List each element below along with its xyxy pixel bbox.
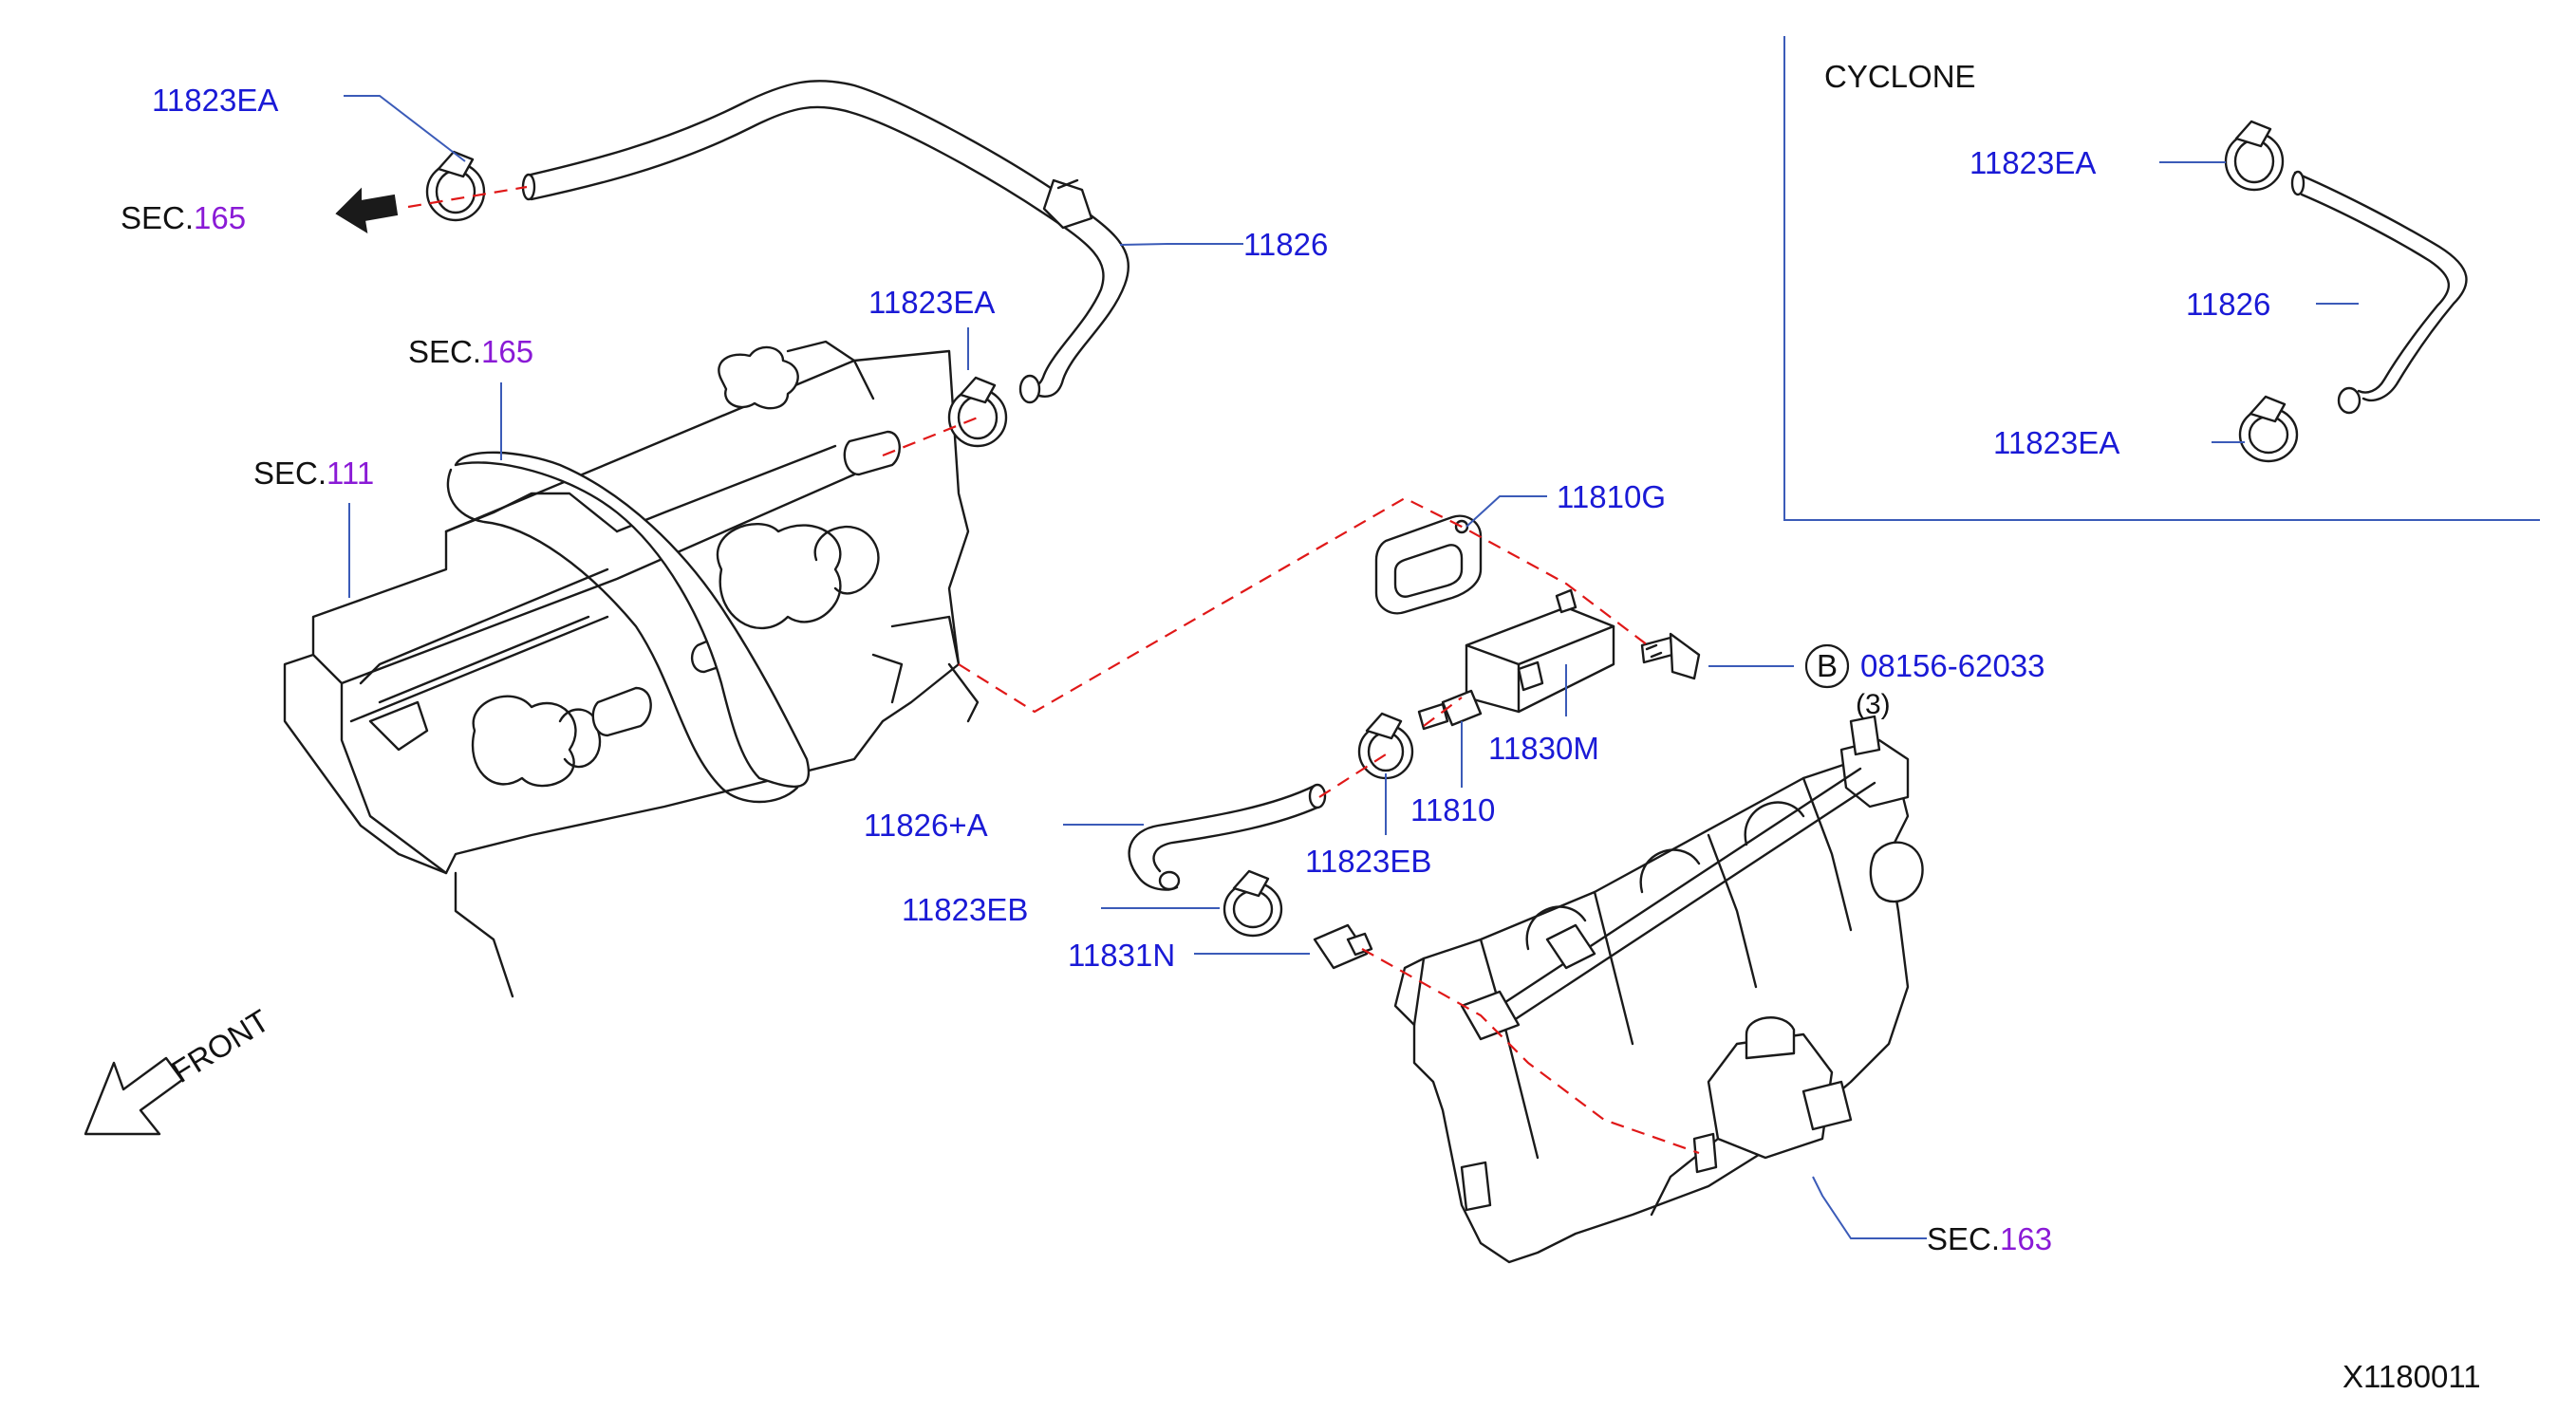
sec-number: 111 <box>327 456 374 491</box>
inset-frame <box>1783 36 2540 521</box>
leader-lines <box>344 95 1927 1239</box>
sec-prefix: SEC. <box>1927 1221 2000 1256</box>
bolt-callout-circle <box>1804 643 1850 689</box>
label-11826-a[interactable]: 11826+A <box>864 808 988 843</box>
pcv-parts-drawing <box>335 79 1701 970</box>
sec-111-reference[interactable]: SEC.111 <box>253 456 374 491</box>
sec-number: 165 <box>194 200 246 235</box>
front-label: FRONT <box>165 1002 275 1089</box>
label-11810g[interactable]: 11810G <box>1557 479 1666 514</box>
label-11826-top[interactable]: 11826 <box>1243 227 1328 262</box>
label-11830m[interactable]: 11830M <box>1488 731 1599 766</box>
sec-163-reference[interactable]: SEC.163 <box>1927 1221 2052 1256</box>
intake-manifold-drawing <box>1393 715 1924 1264</box>
sec-prefix: SEC. <box>408 334 481 369</box>
front-arrow-icon <box>84 1056 184 1136</box>
label-11831n[interactable]: 11831N <box>1068 938 1175 973</box>
sec-prefix: SEC. <box>253 456 327 491</box>
label-11823ea-mid[interactable]: 11823EA <box>868 285 995 320</box>
labels: 11823EA SEC.165 11826 11823EA SEC.165 SE… <box>121 59 2481 1394</box>
diagram-code: X1180011 <box>2343 1359 2481 1394</box>
bolt-quantity: (3) <box>1856 689 1891 720</box>
sec-165-left-reference[interactable]: SEC.165 <box>121 200 246 235</box>
label-11810[interactable]: 11810 <box>1410 792 1495 827</box>
assembly-dashed-lines <box>407 185 1700 1155</box>
label-11823eb-upper[interactable]: 11823EB <box>1305 844 1431 879</box>
cyclone-inset <box>1783 36 2540 521</box>
engine-block-drawing <box>283 340 980 998</box>
front-direction-indicator <box>84 1056 184 1136</box>
bolt-callout-letter: B <box>1817 648 1838 683</box>
label-cyclone-11823ea-top[interactable]: 11823EA <box>1969 145 2096 180</box>
label-11823ea-top-left[interactable]: 11823EA <box>152 83 278 118</box>
sec-165-engine-reference[interactable]: SEC.165 <box>408 334 533 369</box>
label-08156-62033[interactable]: 08156-62033 <box>1860 648 2045 683</box>
label-cyclone-11826[interactable]: 11826 <box>2186 287 2270 322</box>
sec-prefix: SEC. <box>121 200 194 235</box>
inset-title: CYCLONE <box>1824 59 1976 94</box>
label-11823eb-lower[interactable]: 11823EB <box>902 892 1028 927</box>
label-cyclone-11823ea-bottom[interactable]: 11823EA <box>1993 425 2119 460</box>
sec-number: 163 <box>2000 1221 2052 1256</box>
sec-number: 165 <box>481 334 533 369</box>
